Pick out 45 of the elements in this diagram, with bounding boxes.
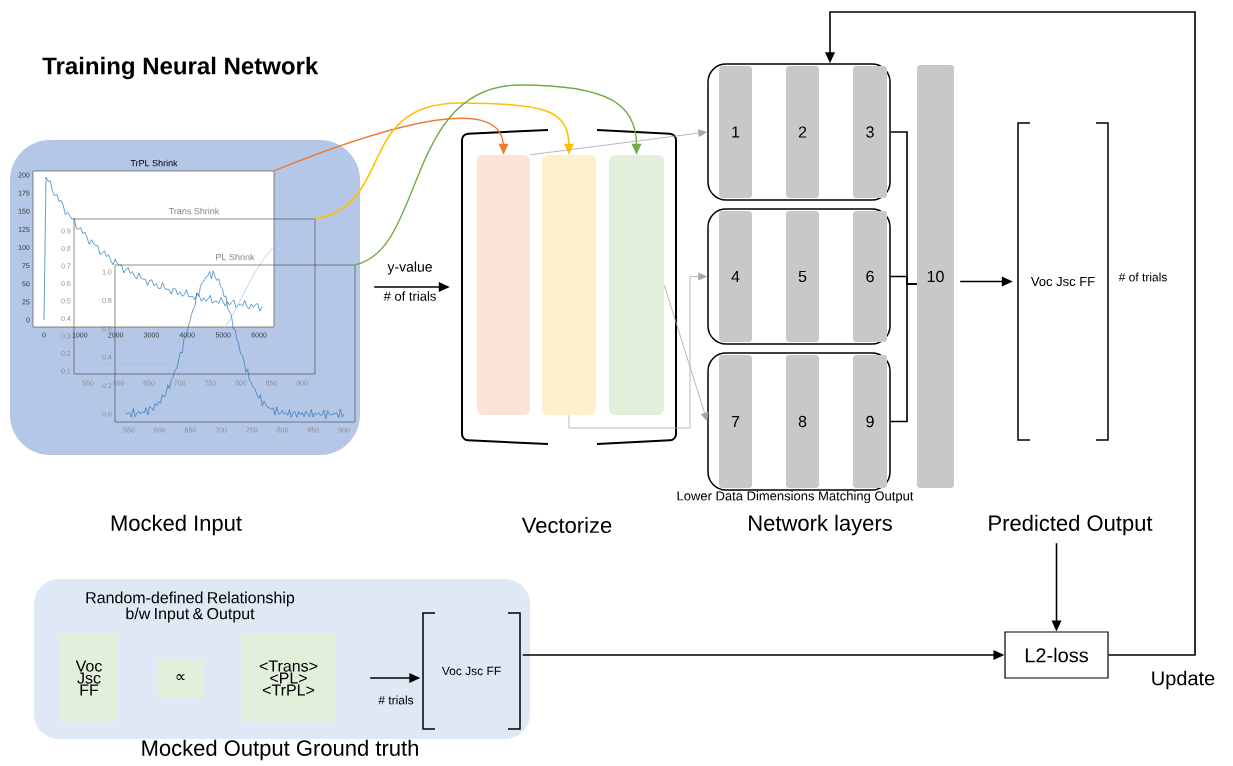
chart-title: Trans Shrink bbox=[168, 207, 220, 215]
output-bracket: Voc Jsc FF bbox=[422, 612, 521, 730]
layer-bar: 8 bbox=[786, 355, 819, 488]
caption: Vectorize bbox=[521, 516, 612, 534]
edge-label: y-value bbox=[387, 261, 432, 275]
arrow bbox=[521, 650, 1005, 660]
arrow bbox=[825, 11, 1196, 656]
edge-label: Update bbox=[1152, 670, 1215, 690]
caption: Mocked Input bbox=[111, 514, 242, 536]
arrow bbox=[1051, 542, 1062, 632]
arrow bbox=[354, 84, 642, 266]
arrow bbox=[959, 276, 1013, 287]
layer-bar: 10 bbox=[917, 65, 954, 488]
layer-bar: 2 bbox=[786, 66, 819, 198]
arrow bbox=[273, 117, 509, 172]
caption: Lower Data Dimensions Matching Output bbox=[677, 490, 914, 504]
title: Training Neural Network bbox=[42, 56, 319, 80]
layer-bar: 4 bbox=[719, 211, 752, 342]
arrow bbox=[314, 102, 574, 220]
layer-bar: 1 bbox=[719, 66, 752, 198]
arrow bbox=[369, 673, 421, 683]
trials-label: # of trials bbox=[1118, 272, 1167, 282]
chart-title: PL Shrink bbox=[216, 253, 255, 261]
layer-bar: 3 bbox=[853, 66, 887, 198]
layer-bar: 9 bbox=[853, 355, 887, 488]
variable-box: <Trans> <PL> <TrPL> bbox=[242, 634, 335, 722]
line-chart bbox=[73, 218, 316, 375]
arrow bbox=[529, 129, 708, 156]
trials-label: # of trials bbox=[383, 291, 436, 301]
vector-bar bbox=[477, 155, 530, 415]
loss-box: L2-loss bbox=[1004, 631, 1109, 679]
layer-bar: 5 bbox=[786, 211, 819, 342]
arrow bbox=[663, 284, 709, 422]
variable-box: ∝ bbox=[158, 659, 203, 697]
edge-label: # trials bbox=[378, 695, 414, 705]
arrow bbox=[373, 282, 450, 292]
caption: Network layers bbox=[749, 514, 892, 536]
vector-bar bbox=[609, 155, 664, 415]
variable-box: Voc Jsc FF bbox=[60, 634, 118, 722]
caption: Mocked Output Ground truth bbox=[142, 739, 418, 761]
vector-bar bbox=[542, 155, 596, 415]
arrow bbox=[568, 272, 708, 429]
line-chart bbox=[32, 170, 275, 328]
layer-bar: 6 bbox=[853, 211, 887, 342]
layer-bar: 7 bbox=[719, 355, 752, 488]
